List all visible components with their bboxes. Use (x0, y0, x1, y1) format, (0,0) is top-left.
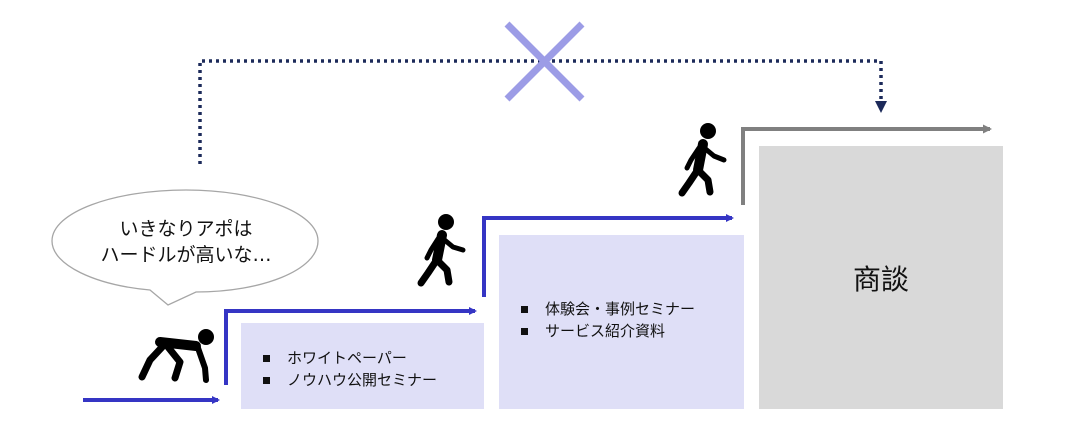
skip-path-arrowhead (875, 101, 887, 113)
goal-label: 商談 (852, 262, 909, 296)
speech-bubble-line-2: ハードルが高いな… (100, 244, 272, 266)
list-item-label: 体験会・事例セミナー (545, 300, 696, 318)
arrow-step-1 (224, 307, 477, 385)
list-item: サービス紹介資料 (521, 320, 695, 342)
step-2-list: 体験会・事例セミナー サービス紹介資料 (521, 298, 695, 342)
square-bullet-icon (263, 376, 270, 384)
arrow-goal (741, 124, 992, 205)
list-item-label: ホワイトペーパー (287, 349, 407, 367)
walking-person-icon (678, 123, 727, 197)
list-item: 体験会・事例セミナー (521, 298, 695, 320)
list-item: ホワイトペーパー (263, 347, 437, 369)
crouching-start-person-icon (138, 329, 214, 383)
square-bullet-icon (521, 327, 528, 335)
speech-bubble (51, 189, 319, 306)
speech-bubble-text: いきなりアポは ハードルが高いな… (58, 216, 314, 268)
list-item-label: ノウハウ公開セミナー (287, 371, 438, 389)
square-bullet-icon (263, 354, 270, 362)
cross-icon (504, 21, 585, 102)
arrow-step-2 (482, 214, 734, 297)
walking-person-icon (417, 214, 466, 287)
goal-box: 商談 (759, 146, 1003, 409)
speech-bubble-line-1: いきなりアポは (119, 218, 253, 240)
step-arrows (83, 214, 734, 404)
square-bullet-icon (521, 305, 528, 313)
step-1-list: ホワイトペーパー ノウハウ公開セミナー (263, 347, 437, 391)
list-item: ノウハウ公開セミナー (263, 369, 437, 391)
step-2-box: 体験会・事例セミナー サービス紹介資料 (499, 235, 744, 409)
step-1-box: ホワイトペーパー ノウハウ公開セミナー (241, 323, 484, 409)
list-item-label: サービス紹介資料 (545, 322, 666, 340)
